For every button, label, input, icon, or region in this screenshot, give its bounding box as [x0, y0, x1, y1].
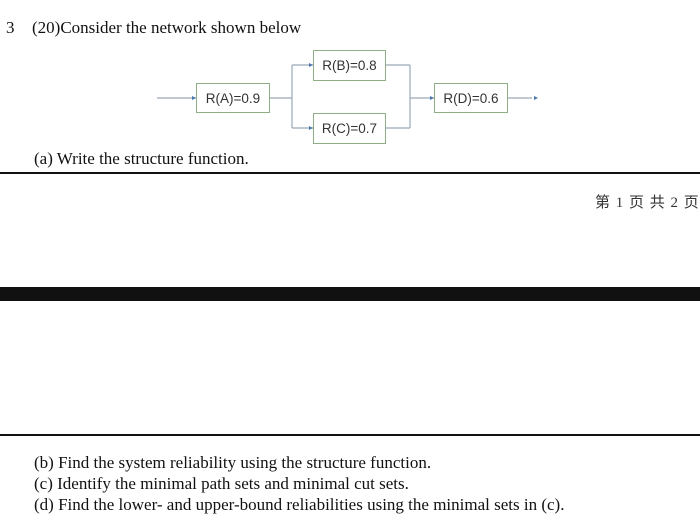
- arrow-icon: [309, 126, 313, 130]
- divider: [0, 172, 700, 174]
- part-d: (d) Find the lower- and upper-bound reli…: [34, 495, 565, 514]
- arrow-icon: [430, 96, 434, 100]
- page-break-bar: [0, 287, 700, 301]
- question-stem: (20)Consider the network shown below: [32, 18, 302, 37]
- block-d: R(D)=0.6: [434, 83, 508, 113]
- question-number: 3: [6, 18, 15, 37]
- page-info: 第 1 页 共 2 页: [595, 195, 700, 211]
- network-diagram-lines: [157, 63, 538, 130]
- divider: [0, 434, 700, 436]
- block-c: R(C)=0.7: [313, 113, 386, 144]
- arrow-icon: [192, 96, 196, 100]
- arrow-icon: [534, 96, 538, 100]
- block-a: R(A)=0.9: [196, 83, 270, 113]
- part-b: (b) Find the system reliability using th…: [34, 453, 432, 472]
- part-a: (a) Write the structure function.: [34, 149, 249, 168]
- part-c: (c) Identify the minimal path sets and m…: [34, 474, 409, 493]
- block-b: R(B)=0.8: [313, 50, 386, 81]
- arrow-icon: [309, 63, 313, 67]
